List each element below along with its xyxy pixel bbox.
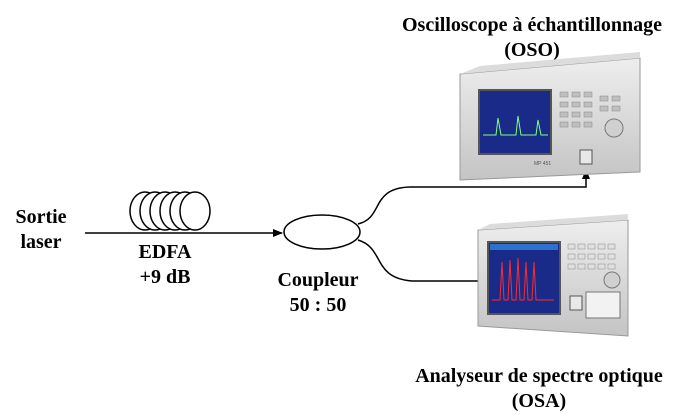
oso-label-line2: (OSO) [504, 39, 560, 61]
edfa-coil-icon [129, 191, 211, 231]
osa-label-line2: (OSA) [511, 390, 567, 412]
oscilloscope-image: MP 451 [459, 52, 641, 181]
coupler-icon [283, 214, 361, 250]
osa-label: Analyseur de spectre optique (OSA) [386, 364, 692, 414]
coupler-label-line2: 50 : 50 [289, 294, 347, 316]
osa-knob-icon [603, 271, 621, 289]
oso-screen-trace [483, 115, 548, 136]
osa-screen-trace [492, 257, 554, 301]
osa-fiber-line [357, 239, 580, 295]
coupler-label: Coupleur 50 : 50 [258, 268, 378, 318]
source-label-line2: laser [20, 231, 62, 253]
osa-label-line1: Analyseur de spectre optique [415, 365, 663, 387]
edfa-label-line2: +9 dB [139, 266, 191, 288]
oso-label-line1: Oscilloscope à échantillonnage [402, 14, 662, 36]
oso-label: Oscilloscope à échantillonnage (OSO) [372, 13, 692, 63]
source-label: Sortie laser [6, 205, 76, 255]
oso-screen [478, 89, 552, 155]
osa-screen [487, 241, 561, 315]
edfa-label: EDFA +9 dB [120, 240, 210, 290]
coupler-label-line1: Coupleur [277, 269, 359, 291]
osa-image [477, 214, 629, 337]
edfa-label-line1: EDFA [138, 241, 192, 263]
oso-knob-icon [604, 118, 624, 138]
osa-input-port [569, 295, 583, 311]
source-label-line1: Sortie [15, 206, 67, 228]
oso-brand-text: MP 451 [534, 161, 551, 167]
osa-drive-slot [585, 291, 621, 319]
oso-fiber-line [357, 169, 590, 225]
oso-input-port [579, 149, 593, 165]
